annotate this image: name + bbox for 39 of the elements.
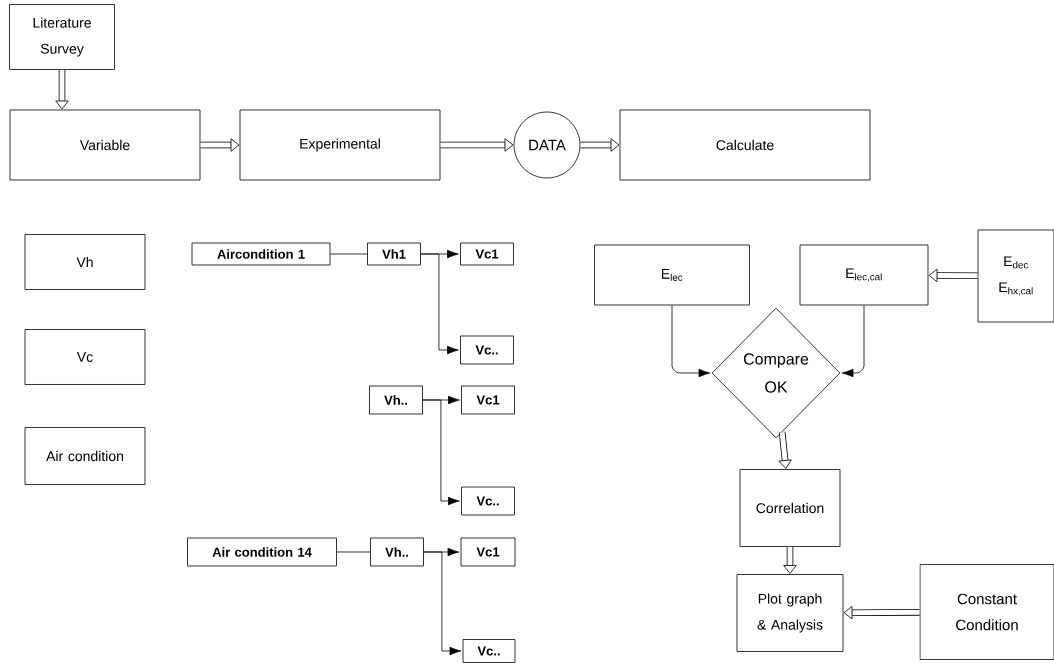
variable-box: Vc..	[461, 486, 515, 516]
hollow-arrow	[440, 138, 514, 152]
process-box: E$_{dec}$ E$_{hx,cal}$	[977, 229, 1054, 323]
arrow	[423, 551, 462, 656]
connector-line	[330, 253, 368, 255]
process-box: Literature Survey	[9, 4, 115, 70]
variable-box: Aircondition 1	[191, 242, 331, 266]
variable-box: Vc..	[462, 639, 516, 663]
variable-box: Vc1	[461, 385, 515, 415]
process-box: Calculate	[619, 109, 871, 181]
process-box: Correlation	[739, 469, 841, 547]
arrow	[420, 253, 459, 355]
hollow-arrow	[778, 431, 792, 469]
arrow	[841, 305, 865, 378]
process-box: E$_{lec,cal}$	[799, 244, 929, 306]
connector-line	[336, 551, 371, 553]
process-box: Experimental	[239, 109, 441, 181]
hollow-arrow	[843, 606, 920, 620]
arrow	[671, 305, 711, 378]
process-box: Constant Condition	[919, 564, 1054, 660]
hollow-arrow	[55, 69, 69, 110]
variable-box: Vc1	[460, 242, 514, 266]
variable-box: Vh..	[370, 537, 424, 567]
process-box: Variable	[9, 109, 201, 181]
process-box: Vc	[24, 329, 146, 385]
hollow-arrow	[580, 138, 620, 152]
process-box: Air condition	[24, 427, 146, 485]
variable-box: Vh1	[367, 242, 421, 266]
variable-box: Vh..	[369, 385, 423, 415]
hollow-arrow	[928, 268, 978, 283]
process-box: E$_{lec}$	[594, 244, 750, 306]
variable-box: Vc1	[460, 537, 516, 567]
process-box: Plot graph & Analysis	[736, 574, 844, 652]
hollow-arrow	[200, 138, 240, 152]
variable-box: Air condition 14	[187, 537, 337, 567]
arrow	[422, 399, 460, 506]
variable-box: Vc..	[460, 335, 514, 365]
process-box: Vh	[24, 234, 146, 290]
hollow-arrow	[783, 546, 797, 574]
